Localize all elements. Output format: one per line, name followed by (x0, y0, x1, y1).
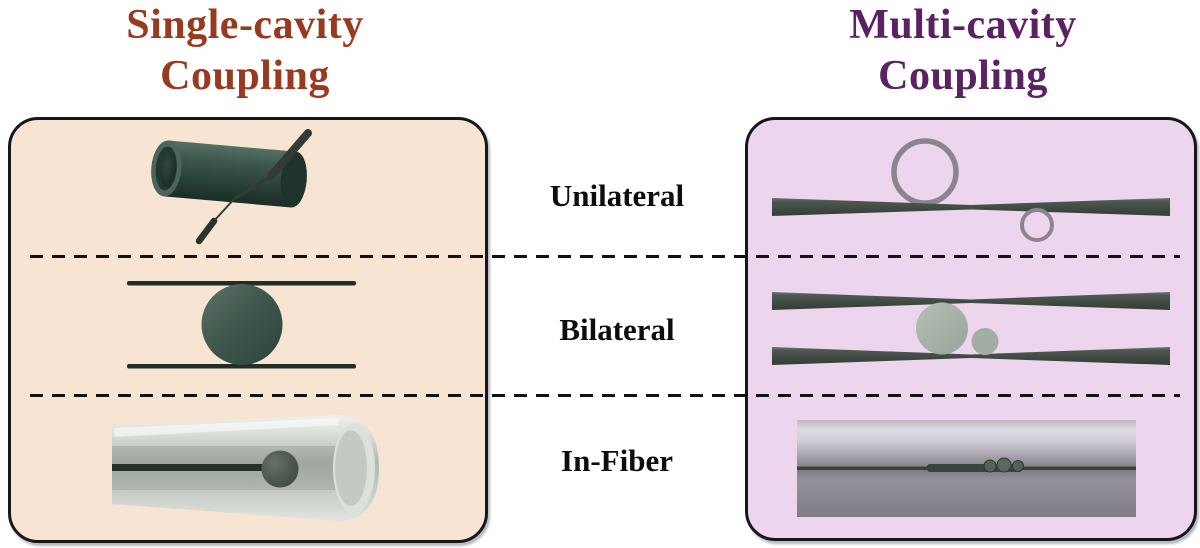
tapered-fiber-icon (772, 198, 1170, 216)
title-line: Multi-cavity (849, 2, 1077, 48)
microsphere-icon (916, 302, 968, 355)
title-line: Coupling (878, 53, 1048, 99)
microsphere-icon (261, 450, 299, 488)
microring-icon (1020, 208, 1054, 242)
fiber-icon (127, 281, 356, 286)
microring-icon (891, 138, 959, 206)
tapered-fiber-icon (772, 347, 1170, 365)
microbubble-icon (983, 457, 1024, 473)
row-label-in-fiber: In-Fiber (561, 443, 673, 478)
fiber-core-icon (112, 464, 265, 471)
microcylinder-icon (151, 140, 307, 208)
single-cavity-title: Single-cavity Coupling (0, 0, 490, 102)
row-label-unilateral: Unilateral (549, 178, 685, 213)
microsphere-icon (201, 284, 283, 365)
single-bilateral-diagram (127, 281, 356, 369)
micrograph-image (797, 420, 1136, 517)
dashed-divider (30, 394, 1180, 397)
single-in-fiber-diagram (112, 415, 379, 521)
multi-bilateral-diagram (772, 292, 1170, 365)
title-line: Coupling (160, 53, 330, 99)
tapered-fiber-probe-icon (195, 129, 312, 245)
multi-in-fiber-diagram (797, 420, 1136, 517)
title-line: Single-cavity (126, 2, 364, 48)
microsphere-icon (971, 328, 999, 355)
multi-unilateral-diagram (772, 138, 1170, 242)
fiber-icon (127, 364, 356, 369)
tapered-fiber-icon (772, 292, 1170, 310)
multi-cavity-title: Multi-cavity Coupling (723, 0, 1200, 102)
dashed-divider (30, 255, 1180, 258)
row-label-bilateral: Bilateral (559, 312, 675, 347)
single-unilateral-diagram (151, 129, 312, 245)
